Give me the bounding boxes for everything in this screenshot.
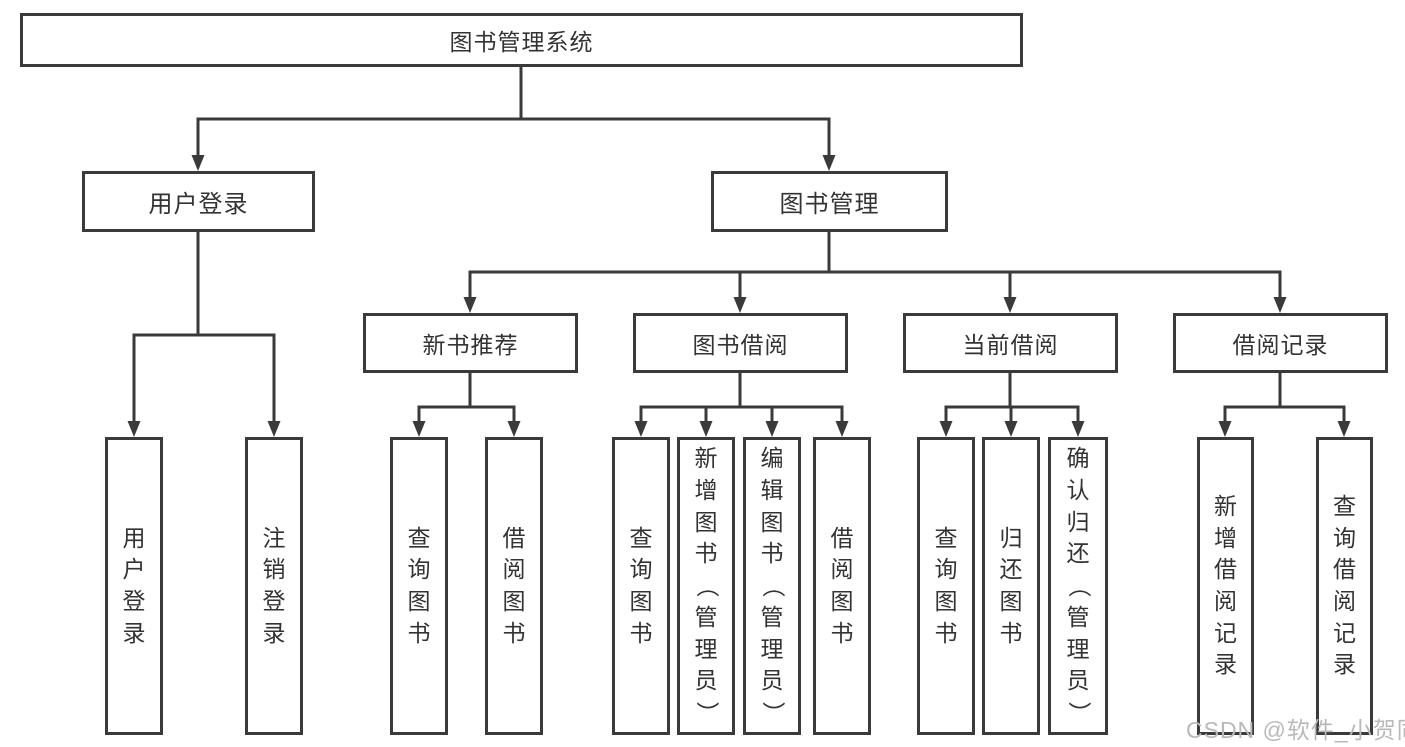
- node-current-borrowing: 当前借阅: [903, 313, 1118, 373]
- leaf-edit-books-admin: 编辑图书（管理员）: [743, 437, 801, 735]
- leaf-query-borrow-record: 查询借阅记录: [1316, 437, 1373, 735]
- node-user-login-branch: 用户登录: [82, 171, 315, 232]
- leaf-query-books-recommend: 查询图书: [390, 437, 448, 735]
- leaf-logout: 注销登录: [245, 437, 303, 735]
- leaf-query-books-current: 查询图书: [917, 437, 975, 735]
- leaf-return-books: 归还图书: [982, 437, 1040, 735]
- leaf-add-borrow-record: 新增借阅记录: [1197, 437, 1254, 735]
- leaf-user-login: 用户登录: [105, 437, 163, 735]
- leaf-borrow-books-recommend: 借阅图书: [485, 437, 543, 735]
- csdn-watermark: CSDN @软件_小贺同学: [1186, 717, 1405, 743]
- node-book-borrowing: 图书借阅: [633, 313, 848, 373]
- node-new-book-recommendation: 新书推荐: [363, 313, 578, 373]
- leaf-query-books-borrowing: 查询图书: [612, 437, 670, 735]
- leaf-borrow-books: 借阅图书: [813, 437, 871, 735]
- leaf-add-books-admin: 新增图书（管理员）: [677, 437, 735, 735]
- node-book-management-branch: 图书管理: [711, 171, 948, 232]
- leaf-confirm-return-admin: 确认归还（管理员）: [1048, 437, 1108, 735]
- node-library-management-system: 图书管理系统: [20, 13, 1023, 67]
- node-borrow-records: 借阅记录: [1173, 313, 1388, 373]
